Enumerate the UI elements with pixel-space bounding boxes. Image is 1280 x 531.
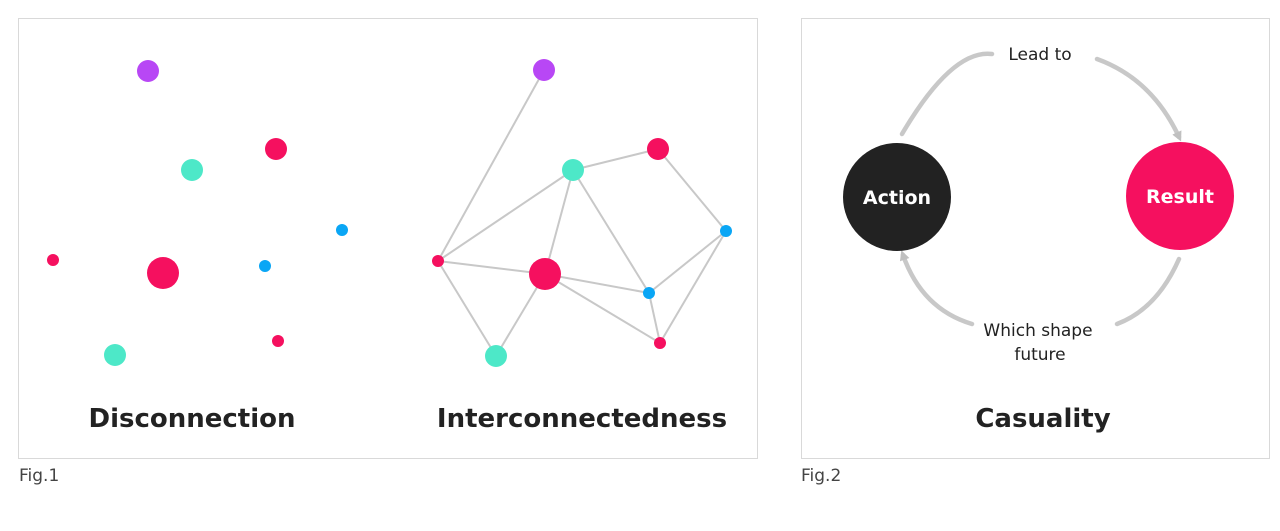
action-label: Action bbox=[863, 187, 931, 209]
network-node bbox=[643, 287, 655, 299]
result-circle bbox=[1126, 142, 1234, 250]
interconnectedness-title: Interconnectedness bbox=[437, 404, 727, 434]
network-node bbox=[654, 337, 666, 349]
disconnected-node bbox=[272, 335, 284, 347]
disconnected-node bbox=[181, 159, 203, 181]
network-node bbox=[533, 59, 555, 81]
which-shape-label: Which shape bbox=[983, 321, 1092, 341]
network-edge bbox=[544, 273, 650, 294]
disconnected-node bbox=[265, 138, 287, 160]
action-circle bbox=[843, 143, 951, 251]
network-edge bbox=[544, 273, 661, 344]
network-edge bbox=[648, 230, 727, 294]
network-edge bbox=[437, 69, 545, 262]
network-node bbox=[720, 225, 732, 237]
fig2-caption: Fig.2 bbox=[801, 466, 842, 486]
future-label: future bbox=[1014, 345, 1065, 365]
disconnected-node bbox=[137, 60, 159, 82]
disconnection-title: Disconnection bbox=[88, 404, 295, 434]
network-edge bbox=[657, 148, 727, 232]
result-label: Result bbox=[1146, 186, 1214, 208]
network-node bbox=[529, 258, 561, 290]
shape-future-arrow bbox=[899, 250, 975, 327]
lead-to-label: Lead to bbox=[1008, 45, 1071, 65]
fig1-panel: Disconnection Interconnectedness bbox=[18, 18, 758, 459]
network-node bbox=[432, 255, 444, 267]
disconnected-node bbox=[336, 224, 348, 236]
disconnected-node bbox=[147, 257, 179, 289]
network-node bbox=[485, 345, 507, 367]
fig1-caption: Fig.1 bbox=[19, 466, 60, 486]
network-edge bbox=[437, 260, 497, 357]
casuality-title: Casuality bbox=[975, 404, 1110, 434]
disconnected-node bbox=[259, 260, 271, 272]
lead-to-arrow bbox=[1094, 56, 1182, 142]
fig1-diagram: Disconnection Interconnectedness bbox=[47, 59, 732, 434]
fig2-panel: Action Result Lead to Which shape future… bbox=[801, 18, 1270, 459]
network-node bbox=[647, 138, 669, 160]
network-edge bbox=[437, 260, 546, 275]
network-edge bbox=[659, 230, 727, 344]
network-edge bbox=[572, 148, 659, 171]
interconnected-edges bbox=[437, 69, 727, 357]
disconnected-node bbox=[47, 254, 59, 266]
network-edge bbox=[544, 169, 574, 275]
bottom-right-arc bbox=[1114, 256, 1182, 327]
network-node bbox=[562, 159, 584, 181]
top-left-arc bbox=[899, 51, 995, 137]
network-edge bbox=[572, 169, 650, 294]
network-edge bbox=[437, 169, 574, 262]
disconnected-node bbox=[104, 344, 126, 366]
network-edge bbox=[648, 292, 661, 344]
disconnected-nodes bbox=[47, 60, 348, 366]
interconnected-nodes bbox=[432, 59, 732, 367]
causality-diagram: Action Result Lead to Which shape future… bbox=[843, 45, 1234, 434]
